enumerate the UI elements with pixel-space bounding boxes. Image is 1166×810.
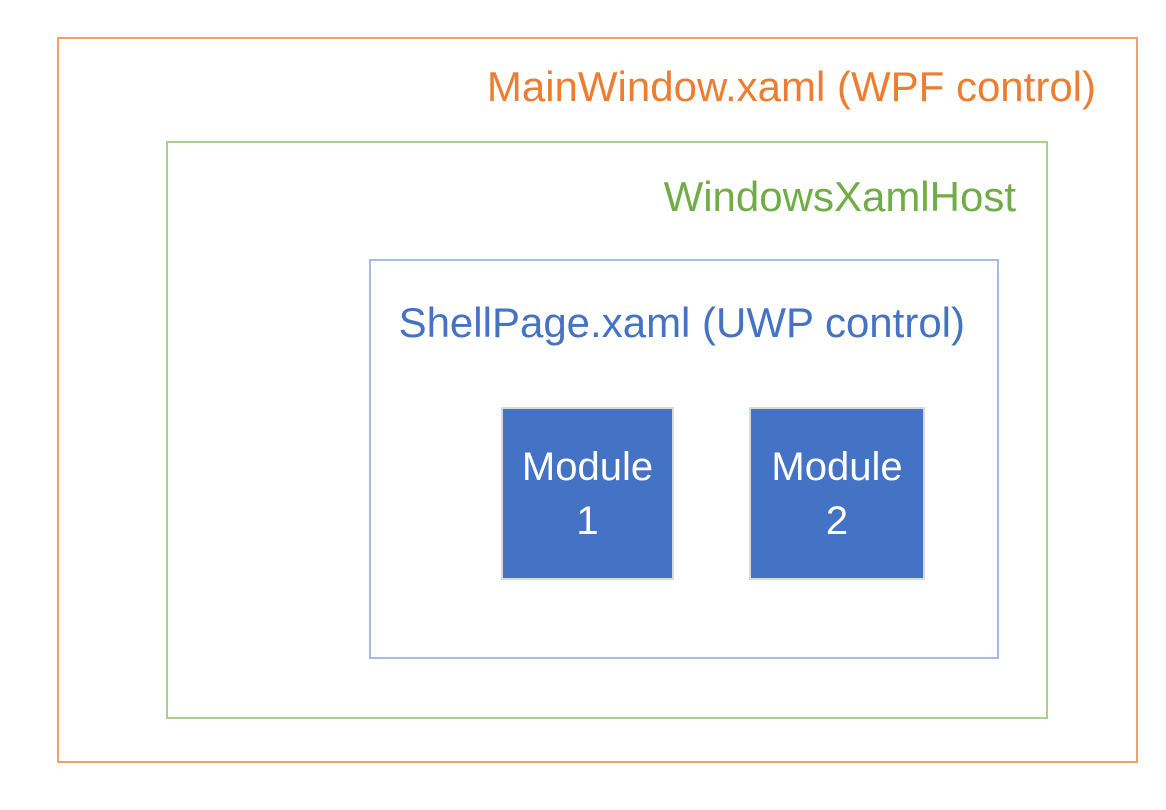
shellpage-uwp-label: ShellPage.xaml (UWP control) bbox=[398, 299, 965, 346]
module-2-box: Module 2 bbox=[749, 407, 925, 580]
shellpage-uwp-box: ShellPage.xaml (UWP control) Module 1 Mo… bbox=[369, 259, 999, 659]
module-2-label: Module 2 bbox=[771, 444, 903, 543]
mainwindow-wpf-label: MainWindow.xaml (WPF control) bbox=[486, 63, 1096, 110]
windowsxamlhost-label: WindowsXamlHost bbox=[663, 173, 1016, 220]
module-1-box: Module 1 bbox=[501, 407, 674, 580]
mainwindow-wpf-box: MainWindow.xaml (WPF control) WindowsXam… bbox=[57, 37, 1138, 763]
windowsxamlhost-box: WindowsXamlHost ShellPage.xaml (UWP cont… bbox=[166, 141, 1048, 719]
module-1-label: Module 1 bbox=[521, 444, 654, 543]
